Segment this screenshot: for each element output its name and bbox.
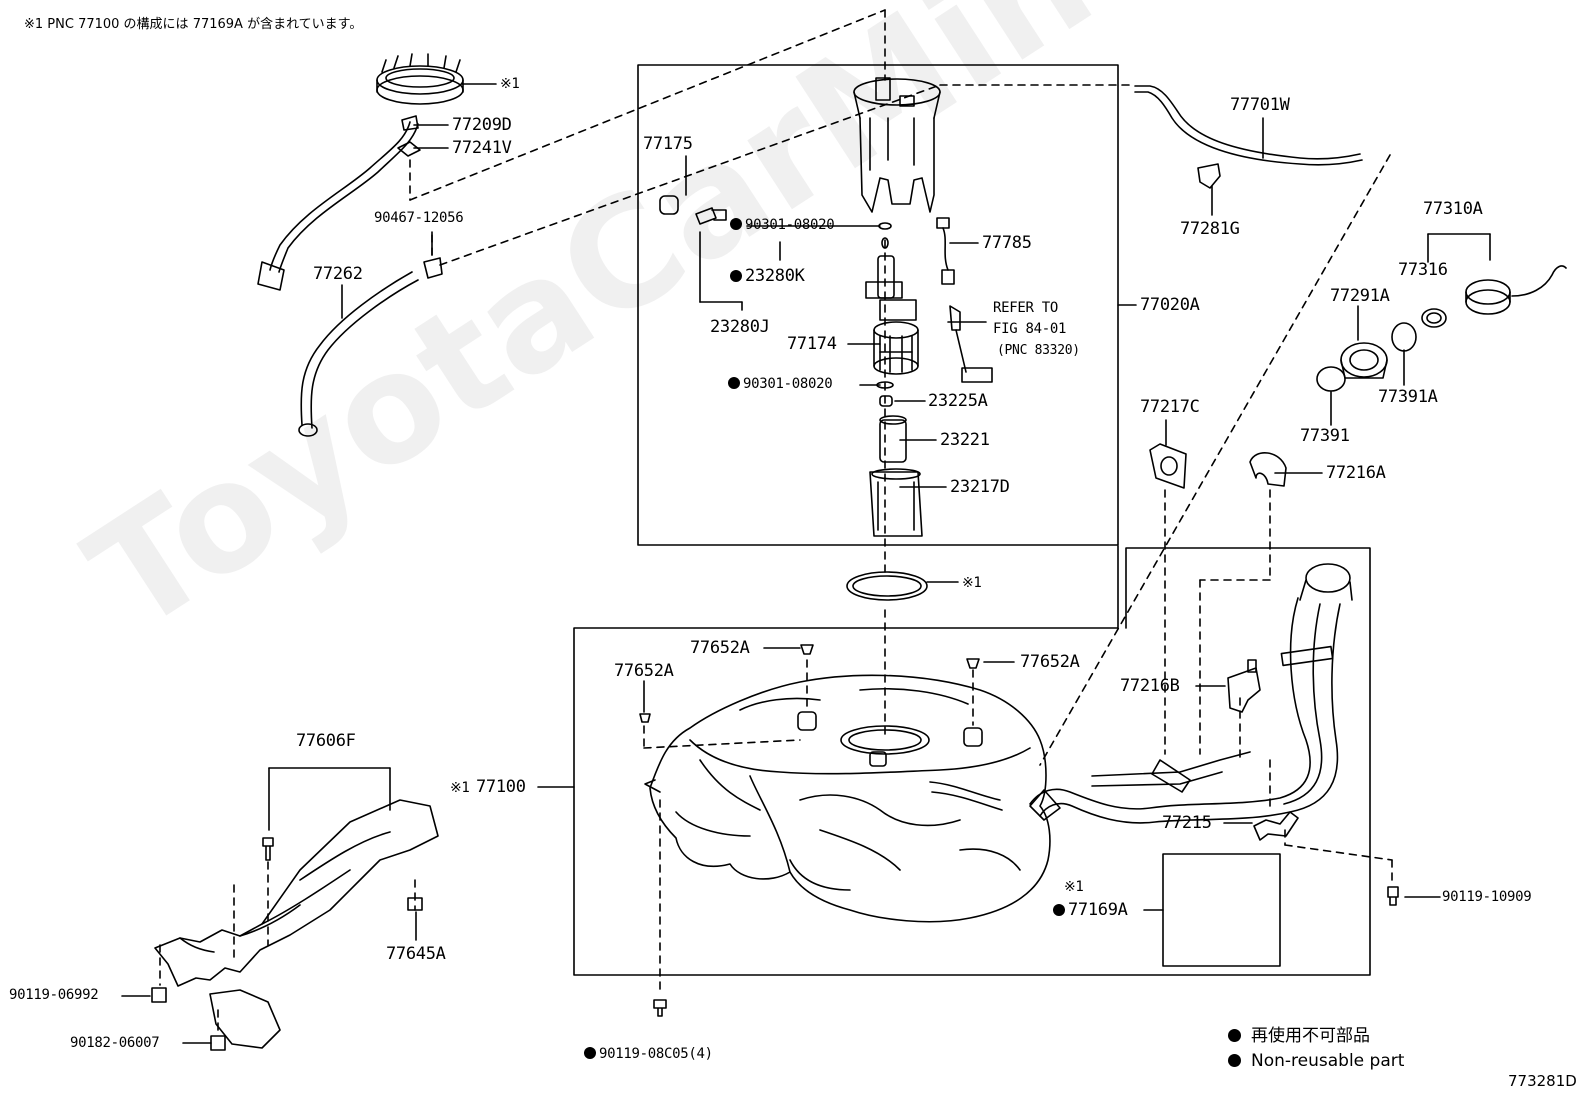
ref-mark-tank: ※1	[450, 780, 470, 796]
small-parts-drawing	[659, 195, 923, 537]
part-77262[interactable]: 77262	[313, 264, 363, 284]
part-90119-10909[interactable]: 90119-10909	[1442, 889, 1532, 905]
refer-line-1[interactable]: REFER TO	[993, 300, 1059, 316]
bracket-77216B-drawing	[1227, 659, 1261, 713]
legend-jp-text: 再使用不可部品	[1251, 1026, 1370, 1046]
part-77281G[interactable]: 77281G	[1180, 219, 1240, 239]
leader-lines	[121, 83, 1491, 1044]
ref-mark-gasket: ※1	[962, 575, 982, 591]
part-77652A-center[interactable]: 77652A	[690, 638, 750, 658]
fuel-tank-drawing	[644, 674, 1051, 923]
part-77391[interactable]: 77391	[1300, 426, 1350, 446]
refer-line-3[interactable]: (PNC 83320)	[997, 343, 1080, 358]
hose-77262-drawing	[298, 257, 443, 437]
fasteners-drawing	[151, 644, 1399, 1051]
clamp-77217C-drawing	[1149, 443, 1187, 489]
part-90301-08020-upper[interactable]: 90301-08020	[730, 217, 835, 233]
legend-jp: 再使用不可部品	[1228, 1026, 1370, 1046]
part-77645A[interactable]: 77645A	[386, 944, 446, 964]
fuel-pump-module-drawing	[853, 77, 941, 249]
part-77785[interactable]: 77785	[982, 233, 1032, 253]
part-77209D[interactable]: 77209D	[452, 115, 512, 135]
sender-gauge-drawing	[936, 217, 993, 383]
part-77020A[interactable]: 77020A	[1140, 295, 1200, 315]
part-77241V[interactable]: 77241V	[452, 138, 512, 158]
breather-hose-drawing	[257, 115, 421, 291]
part-90467-12056[interactable]: 90467-12056	[374, 210, 464, 226]
part-77291A[interactable]: 77291A	[1330, 286, 1390, 306]
part-23225A[interactable]: 23225A	[928, 391, 988, 411]
part-23221[interactable]: 23221	[940, 430, 990, 450]
part-77652A-left[interactable]: 77652A	[614, 661, 674, 681]
part-90119-08C05[interactable]: 90119-08C05(4)	[584, 1046, 713, 1062]
part-23280J[interactable]: 23280J	[710, 317, 770, 337]
part-77652A-right[interactable]: 77652A	[1020, 652, 1080, 672]
legend-bullet-icon	[1228, 1054, 1241, 1067]
filler-pipe-drawing	[1029, 563, 1353, 824]
tank-gasket-drawing	[846, 571, 928, 601]
protector-77606F-drawing	[154, 799, 439, 1049]
ref-mark-top-ring: ※1	[500, 76, 520, 92]
part-77391A[interactable]: 77391A	[1378, 387, 1438, 407]
part-90301-08020-lower[interactable]: 90301-08020	[728, 376, 833, 392]
part-77169A[interactable]: 77169A	[1053, 900, 1128, 920]
filter-77174-drawing	[865, 255, 919, 375]
figure-id: 773281D	[1508, 1072, 1577, 1090]
part-77175[interactable]: 77175	[643, 134, 693, 154]
refer-line-2[interactable]: FIG 84-01	[993, 321, 1067, 337]
inset-box-77169A	[1162, 853, 1281, 967]
part-77215[interactable]: 77215	[1162, 813, 1212, 833]
legend-en-text: Non-reusable part	[1251, 1051, 1405, 1071]
ref-mark-inset: ※1	[1064, 879, 1084, 895]
part-23217D[interactable]: 23217D	[950, 477, 1010, 497]
part-77100[interactable]: 77100	[476, 777, 526, 797]
composition-note: ※1 PNC 77100 の構成には 77169A が含まれています。	[24, 17, 363, 32]
part-77216B[interactable]: 77216B	[1120, 676, 1180, 696]
retainer-ring-drawing	[376, 53, 464, 105]
part-77701W[interactable]: 77701W	[1230, 95, 1290, 115]
part-77174[interactable]: 77174	[787, 334, 837, 354]
legend-en: Non-reusable part	[1228, 1051, 1404, 1071]
part-77310A[interactable]: 77310A	[1423, 199, 1483, 219]
vent-tube-drawing	[1134, 85, 1363, 189]
legend-bullet-icon	[1228, 1029, 1241, 1042]
strap-77215-drawing	[1253, 811, 1299, 841]
protector-77216A-drawing	[1249, 452, 1287, 487]
part-23280K[interactable]: 23280K	[730, 266, 805, 286]
part-90119-06992[interactable]: 90119-06992	[9, 987, 99, 1003]
part-77316[interactable]: 77316	[1398, 260, 1448, 280]
fuel-tank-group-box	[573, 545, 1371, 976]
dashed-guide-lines	[159, 9, 1393, 1036]
part-90182-06007[interactable]: 90182-06007	[70, 1035, 160, 1051]
part-77216A[interactable]: 77216A	[1326, 463, 1386, 483]
filler-cap-drawing	[1316, 265, 1567, 392]
part-77606F[interactable]: 77606F	[296, 731, 356, 751]
part-77217C[interactable]: 77217C	[1140, 397, 1200, 417]
